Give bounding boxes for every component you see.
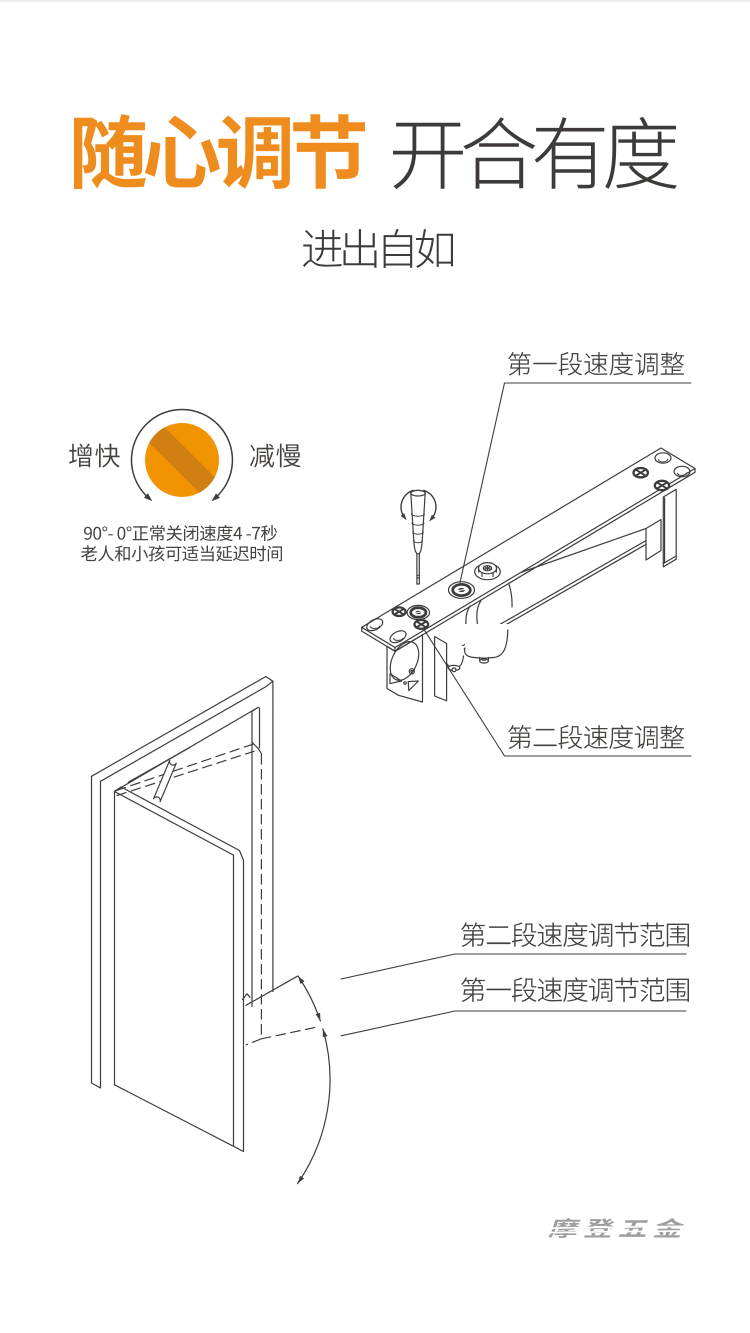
- door-illustration: [90, 675, 687, 1185]
- dial-slot-stripe: [145, 423, 219, 497]
- brand-watermark-glyphs: [548, 1218, 685, 1238]
- closed-door-dashed-outline: [115, 742, 317, 1046]
- label-first-stage-glyphs: [508, 352, 684, 376]
- subtitle-glyphs: [303, 229, 453, 268]
- leader-first-stage: [459, 382, 692, 584]
- door-closer-arm: [127, 746, 191, 803]
- label-range-second-glyphs: [461, 922, 689, 947]
- screwdriver-rotation-icon: [400, 489, 437, 585]
- threshold-line: [241, 975, 298, 1006]
- dial-label-left-glyphs: [69, 443, 120, 468]
- dial-caption-line2-glyphs: [81, 545, 282, 562]
- label-second-stage-glyphs: [508, 725, 684, 749]
- brand-watermark-slashes: [543, 1225, 691, 1234]
- door-frame: [90, 675, 274, 1089]
- dial-caption-line1-glyphs: [84, 525, 277, 541]
- title-highlight-glyphs: [74, 114, 365, 189]
- label-range-first-glyphs: [461, 977, 689, 1002]
- dial-label-right-glyphs: [250, 443, 301, 468]
- section-divider: [0, 0, 750, 2]
- leader-second-stage: [423, 628, 692, 757]
- adjuster-screw-second-stage: [406, 604, 431, 621]
- leader-range-first: [340, 1010, 687, 1037]
- leader-range-second: [340, 953, 687, 980]
- mechanism-illustration: [361, 382, 696, 757]
- door-swing-arc: [297, 975, 331, 1185]
- title-rest-glyphs: [393, 117, 677, 189]
- dial-icon: [130, 408, 234, 502]
- door-leaf: [113, 786, 245, 1153]
- adjuster-screw-first-stage: [447, 581, 476, 599]
